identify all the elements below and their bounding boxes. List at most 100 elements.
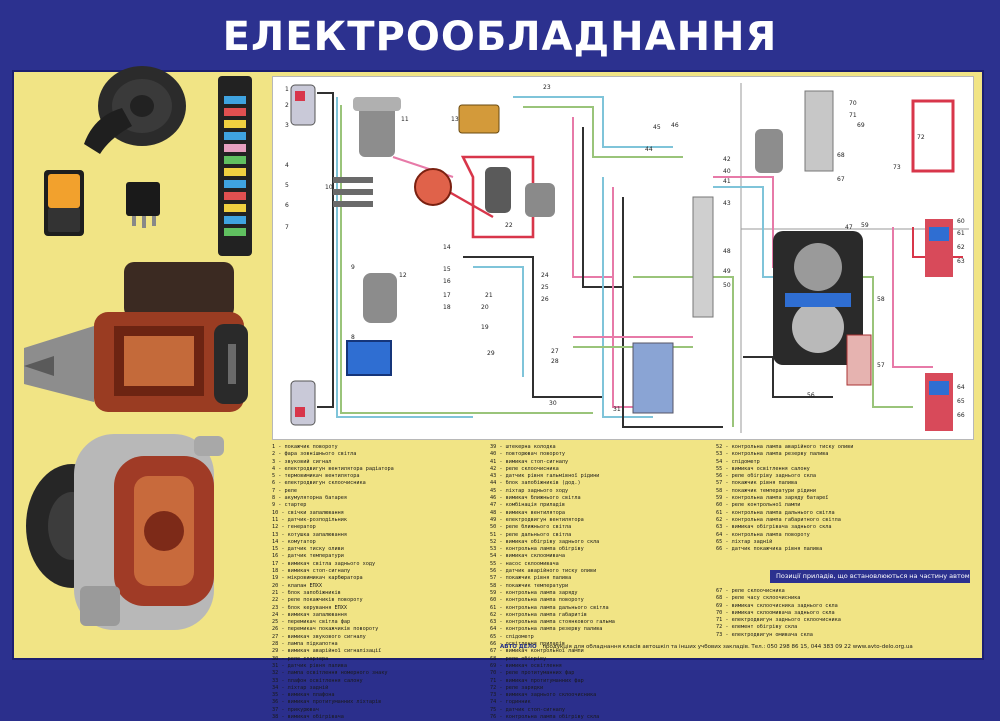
diagram-label: 5: [285, 182, 289, 189]
legend-item: 17 - вимикач світла заднього ходу: [272, 560, 376, 567]
generator-icon: [363, 273, 397, 323]
legend-item: 18 - вимикач стоп-сигналу: [272, 568, 351, 575]
legend-item: 54 - вимикач склоомивача: [490, 553, 565, 560]
legend-item: 20 - клапан ЕПХХ: [272, 582, 322, 589]
legend-item: 10 - свічки запалювання: [272, 509, 344, 516]
diagram-label: 67: [837, 176, 845, 183]
legend-item: 34 - ліхтар задній: [272, 684, 329, 691]
legend-item: 22 - реле покажчиків повороту: [272, 597, 363, 604]
legend-item: 1 - покажчик повороту: [272, 444, 338, 450]
legend-item: 38 - вимикач обігрівача: [272, 713, 344, 720]
legend-item: 7 - реле: [272, 487, 297, 494]
diagram-label: 66: [957, 412, 965, 419]
legend-item: 39 - штекерна колодка: [490, 444, 556, 450]
legend-item: 64 - контрольна лампа повороту: [716, 531, 810, 538]
diagram-label: 2: [285, 102, 289, 109]
diagram-label: 26: [541, 296, 549, 303]
diagram-label: 41: [723, 178, 731, 185]
legend-item: 13 - котушка запалювання: [272, 531, 347, 538]
diagram-label: 31: [613, 406, 621, 413]
legend-item: 40 - повторювач повороту: [490, 451, 565, 458]
legend-item: 70 - реле протитуманних фар: [490, 670, 575, 677]
diagram-label: 47: [845, 224, 853, 231]
diagram-label: 57: [877, 362, 885, 369]
legend-item: 5 - термовимикач вентилятора: [272, 473, 360, 480]
components-illustration: [24, 66, 252, 630]
diagram-label: 69: [857, 122, 865, 129]
legend-item: 35 - вимикач плафона: [272, 692, 335, 699]
ignition-distributor-cap-icon: [414, 168, 452, 206]
diagram-label: 29: [487, 350, 495, 357]
diagram-label: 24: [541, 272, 549, 279]
diagram-label: 49: [723, 268, 731, 275]
legend-item: 56 - датчик аварійного тиску оливи: [490, 568, 597, 575]
footer-brand: АВТО ДЕЛО: [500, 644, 537, 650]
diagram-label: 56: [807, 392, 815, 399]
diagram-label: 72: [917, 134, 925, 141]
diagram-label: 59: [861, 222, 869, 229]
legend-item: 45 - ліхтар заднього ходу: [490, 487, 569, 494]
legend-item: 60 - реле контрольної лампи: [716, 502, 801, 509]
legend-item: 48 - вимикач вентилятора: [490, 509, 565, 516]
diagram-label: 17: [443, 292, 451, 299]
alternator-icon: [26, 434, 224, 630]
legend-item: 62 - контрольна лампа габаритів: [490, 611, 587, 618]
legend-item: 28 - лампа підкапотна: [272, 641, 338, 648]
diagram-label: 4: [285, 162, 289, 169]
legend-item: 2 - фара зовнішнього світла: [272, 451, 357, 458]
headlight-left-lower-icon: [290, 380, 316, 426]
legend-item: 27 - вимикач звукового сигналу: [272, 633, 366, 640]
diagram-label: 15: [443, 266, 451, 273]
legend-item: 52 - вимикач обігріву заднього скла: [490, 538, 600, 545]
legend-item: 6 - електродвигун склоочисника: [272, 480, 366, 487]
diagram-label: 20: [481, 304, 489, 311]
diagram-label: 28: [551, 358, 559, 365]
legend-item: 26 - перемикач покажчиків повороту: [272, 626, 379, 633]
diagram-label: 22: [505, 222, 513, 229]
legend-item: 43 - датчик рівня гальмівної рідини: [490, 473, 600, 480]
legend-item: 47 - комбінація приладів: [490, 502, 565, 509]
legend-item: 68 - реле обігріву: [490, 655, 547, 662]
legend-item: 75 - датчик стоп-сигналу: [490, 706, 565, 713]
legend-item: 61 - контрольна лампа дальнього світла: [716, 509, 835, 516]
diagram-label: 65: [957, 398, 965, 405]
diagram-label: 73: [893, 164, 901, 171]
legend-item: 71 - електродвигун заднього склоочисника: [716, 617, 841, 624]
diagram-label: 6: [285, 202, 289, 209]
legend-item: 30 - реле стартера: [272, 655, 329, 662]
legend-item: 67 - реле склоочисника: [716, 588, 785, 594]
legend-item: 41 - вимикач стоп-сигналу: [490, 458, 569, 465]
legend-item: 29 - вимикач аварійної сигналізації: [272, 648, 382, 655]
legend-item: 3 - звуковий сигнал: [272, 458, 332, 465]
diagram-label: 14: [443, 244, 451, 251]
legend-item: 9 - стартер: [272, 502, 307, 509]
diagram-label: 7: [285, 224, 289, 231]
diagram-label: 58: [877, 296, 885, 303]
legend-item: 59 - контрольна лампа заряду: [490, 589, 578, 596]
starter-motor-icon: [24, 262, 248, 412]
poster-board: ЕЛЕКТРООБЛАДНАННЯ: [12, 14, 984, 720]
diagram-label: 11: [401, 116, 409, 123]
legend-item: 55 - вимикач освітлення салону: [716, 465, 810, 472]
diagram-label: 9: [351, 264, 355, 271]
legend-item: 60 - контрольна лампа повороту: [490, 597, 584, 604]
distributor-icon: [353, 97, 401, 157]
diagram-label: 3: [285, 122, 289, 129]
poster-title: ЕЛЕКТРООБЛАДНАННЯ: [222, 14, 778, 60]
legend-item: 19 - мікровимикач карбюратора: [272, 575, 363, 582]
optional-equipment-heading: Позиції приладів, що встановлюються на ч…: [770, 570, 970, 583]
legend-item: 42 - реле склоочисника: [490, 465, 559, 472]
legend-item: 37 - прикурювач: [272, 706, 319, 713]
legend-item: 69 - вимикач освітлення: [490, 662, 562, 669]
diagram-label: 8: [351, 334, 355, 341]
legend-item: 71 - вимикач протитуманних фар: [490, 677, 584, 684]
legend-item: 73 - вимикач заднього склоочисника: [490, 692, 597, 699]
rear-light-lower-icon: [925, 373, 953, 431]
legend-item: 44 - блок запобіжників (дод.): [490, 480, 581, 487]
diagram-label: 16: [443, 278, 451, 285]
legend-item: 55 - насос склоомивача: [490, 560, 559, 567]
legend-item: 74 - годинник: [490, 699, 531, 706]
legend-item: 56 - реле обігріву заднього скла: [716, 473, 816, 480]
